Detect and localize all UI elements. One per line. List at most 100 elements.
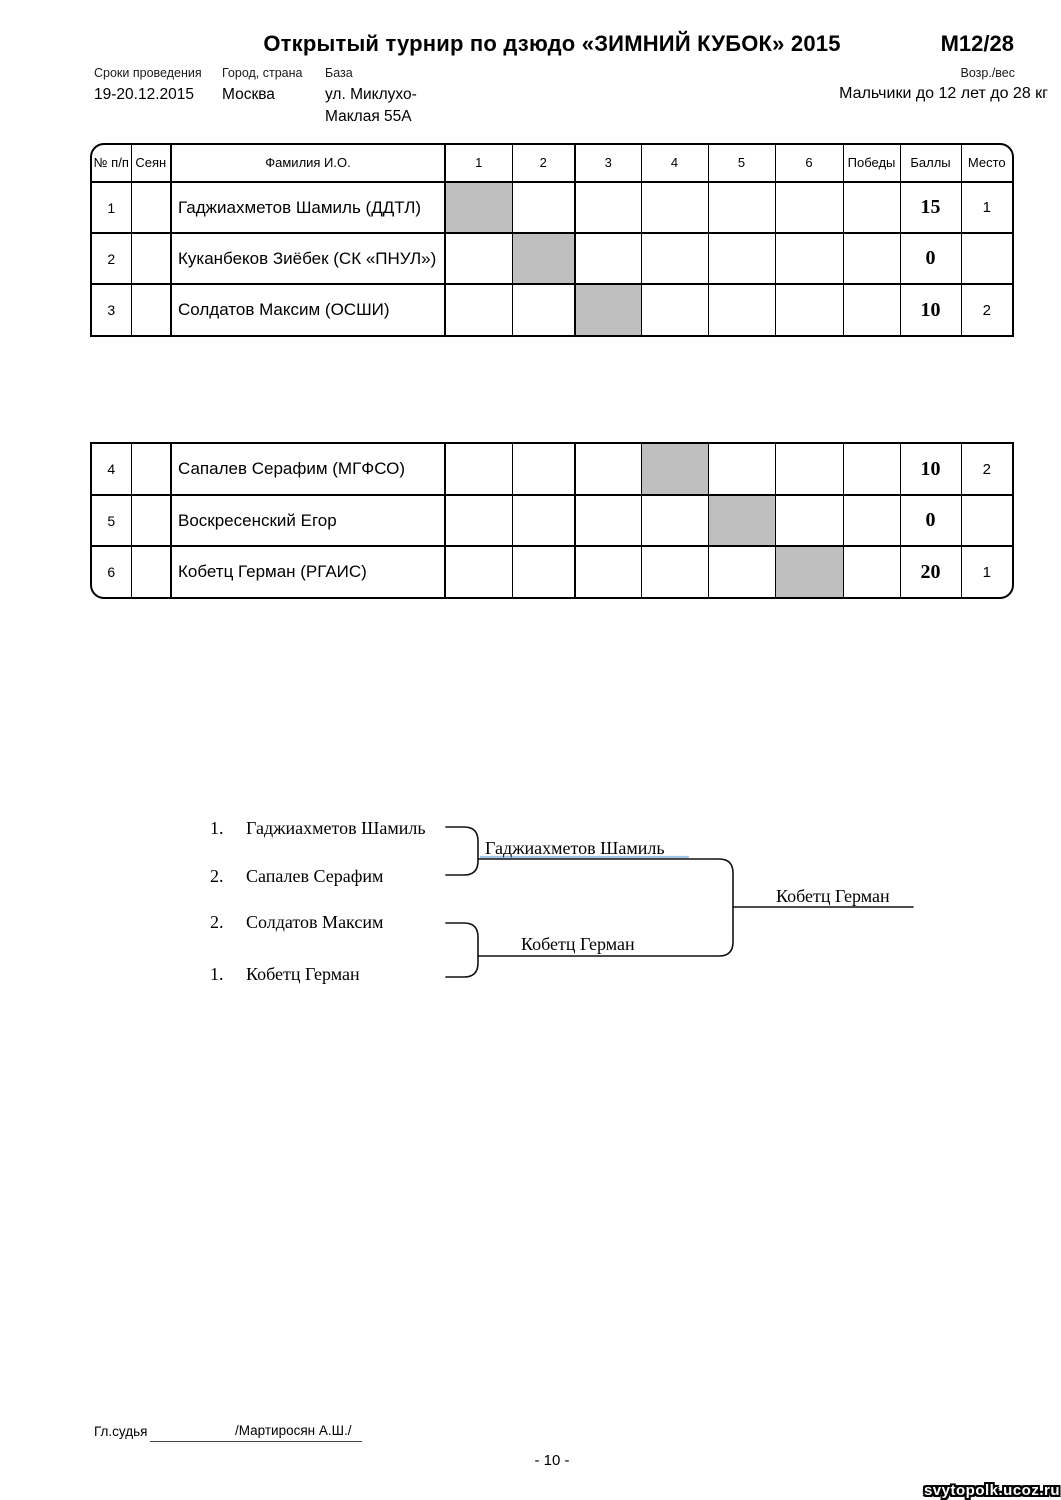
match-cell [640, 181, 709, 234]
match-cell [707, 494, 776, 547]
seed-cell [130, 494, 172, 547]
bracket-pair2-connector [445, 922, 479, 978]
column-header: Победы [842, 145, 901, 183]
bracket-entry-name: Гаджиахметов Шамиль [246, 818, 426, 838]
points-cell: 0 [899, 232, 962, 285]
player-name-cell: Гаджиахметов Шамиль (ДДТЛ) [170, 181, 446, 234]
row-number-cell: 4 [92, 444, 132, 496]
seed-cell [130, 181, 172, 234]
wins-cell [842, 232, 901, 285]
column-header: Фамилия И.О. [170, 145, 446, 183]
final-winner: Кобетц Герман [776, 886, 890, 906]
match-cell [640, 283, 709, 335]
bracket-entry: 2. Солдатов Максим [210, 912, 383, 932]
row-number-cell: 2 [92, 232, 132, 285]
match-cell [444, 444, 513, 496]
column-header: 5 [707, 145, 776, 183]
points-cell: 10 [899, 283, 962, 335]
points-cell: 10 [899, 444, 962, 496]
match-cell [511, 444, 576, 496]
column-header: Сеян [130, 145, 172, 183]
column-header: № п/п [92, 145, 132, 183]
match-cell [511, 181, 576, 234]
bracket-entry: 1. Кобетц Герман [210, 964, 360, 984]
bracket-entry-name: Кобетц Герман [246, 964, 360, 984]
chief-judge-label: Гл.судья [94, 1424, 148, 1439]
bracket-pair1-connector [445, 826, 479, 876]
chief-judge-name: /Мартиросян А.Ш./ [235, 1423, 352, 1438]
points-cell: 0 [899, 494, 962, 547]
row-number-cell: 6 [92, 545, 132, 597]
match-cell [511, 232, 576, 285]
column-header: Баллы [899, 145, 962, 183]
row-number-cell: 5 [92, 494, 132, 547]
player-name-cell: Кобетц Герман (РГАИС) [170, 545, 446, 597]
match-cell [574, 545, 642, 597]
match-cell [511, 545, 576, 597]
wins-cell [842, 494, 901, 547]
match-cell [444, 181, 513, 234]
match-cell [444, 283, 513, 335]
wins-cell [842, 283, 901, 335]
points-cell: 20 [899, 545, 962, 597]
row-number-cell: 1 [92, 181, 132, 234]
place-cell: 1 [960, 181, 1012, 234]
match-cell [707, 283, 776, 335]
seed-cell [130, 283, 172, 335]
category-code: М12/28 [940, 31, 1014, 56]
match-cell [511, 494, 576, 547]
column-header: 3 [574, 145, 642, 183]
match-cell [511, 283, 576, 335]
place-cell: 2 [960, 444, 1012, 496]
match-cell [574, 494, 642, 547]
player-name-cell: Солдатов Максим (ОСШИ) [170, 283, 446, 335]
place-cell: 1 [960, 545, 1012, 597]
match-cell [774, 283, 844, 335]
match-cell [707, 545, 776, 597]
semifinal1-winner: Гаджиахметов Шамиль [485, 838, 665, 858]
match-cell [774, 444, 844, 496]
match-cell [444, 232, 513, 285]
bracket-entry-name: Солдатов Максим [246, 912, 384, 932]
dates-value: 19-20.12.2015 [94, 86, 194, 103]
player-name-cell: Сапалев Серафим (МГФСО) [170, 444, 446, 496]
match-cell [774, 181, 844, 234]
points-cell: 15 [899, 181, 962, 234]
seed-cell [130, 545, 172, 597]
column-header: Место [960, 145, 1012, 183]
bracket-entry-seed: 2. [210, 912, 224, 932]
bracket-entry-seed: 1. [210, 818, 224, 838]
venue-line1: ул. Миклухо- [325, 86, 417, 103]
wins-cell [842, 444, 901, 496]
match-cell [640, 232, 709, 285]
place-cell [960, 494, 1012, 547]
wins-cell [842, 181, 901, 234]
bracket-entry: 2.Сапалев Серафим [210, 866, 383, 886]
bracket-entry: 1. Гаджиахметов Шамиль [210, 818, 426, 838]
match-cell [707, 232, 776, 285]
bracket-entry-seed: 1. [210, 964, 224, 984]
match-cell [574, 181, 642, 234]
match-cell [774, 494, 844, 547]
match-cell [707, 181, 776, 234]
page-number: - 10 - [534, 1452, 570, 1469]
player-name-cell: Куканбеков Зиёбек (СК «ПНУЛ») [170, 232, 446, 285]
player-name-cell: Воскресенский Егор [170, 494, 446, 547]
column-header: 2 [511, 145, 576, 183]
match-cell [640, 545, 709, 597]
match-cell [774, 232, 844, 285]
wins-cell [842, 545, 901, 597]
page-title: Открытый турнир по дзюдо «ЗИМНИЙ КУБОК» … [263, 31, 841, 56]
match-cell [640, 444, 709, 496]
venue-label: База [325, 66, 353, 80]
row-number-cell: 3 [92, 283, 132, 335]
column-header: 1 [444, 145, 513, 183]
match-cell [574, 232, 642, 285]
seed-cell [130, 232, 172, 285]
